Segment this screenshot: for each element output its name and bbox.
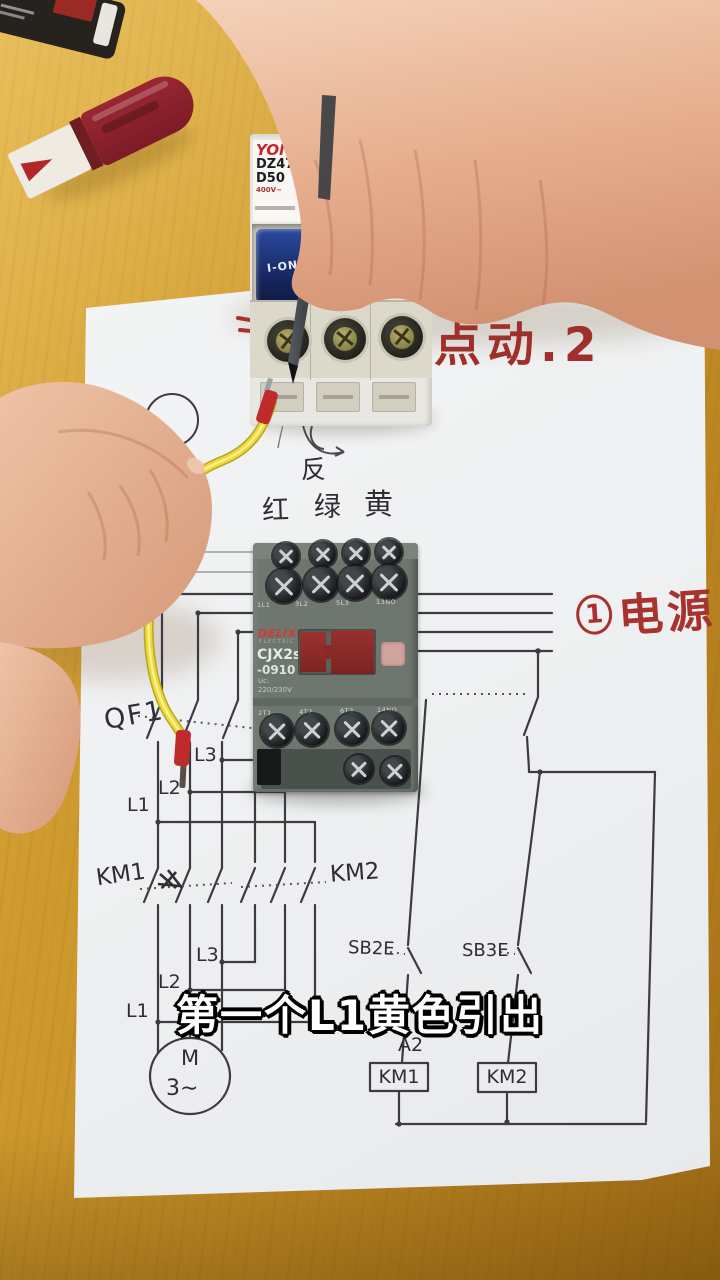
label-km2: KM2 xyxy=(329,858,381,888)
contactor-spec: Uc: xyxy=(258,677,270,685)
contactor-terminal-screw[interactable] xyxy=(372,565,406,599)
power-source-text: 电源 xyxy=(616,583,718,643)
terminal-label: 5L3 xyxy=(336,599,350,607)
control-circuit-lines xyxy=(368,649,657,1126)
contactor-mount-notch xyxy=(257,749,281,785)
label-motor-phase: 3∼ xyxy=(166,1076,199,1101)
contactor-divider xyxy=(253,698,418,706)
label-motor-m: M xyxy=(181,1046,200,1070)
label-l3-mid: L3 xyxy=(196,944,219,966)
contactor-upper-screw[interactable] xyxy=(273,543,299,569)
terminal-label: 6T3 xyxy=(340,707,354,715)
km1-scribble xyxy=(157,869,184,889)
contactor-lower-screw[interactable] xyxy=(345,755,373,783)
breaker-switch-label: I-ON xyxy=(266,257,300,275)
breaker-rating: D50 xyxy=(256,171,285,186)
contactor-model-num: -0910 xyxy=(257,663,296,677)
breaker-brand: YON xyxy=(256,141,292,159)
contactor-terminal-screw[interactable] xyxy=(267,569,301,603)
contactor-terminal-screw[interactable] xyxy=(338,566,372,600)
label-sb3e: SB3E xyxy=(462,940,509,961)
power-source-note: 1 电源 xyxy=(574,573,718,648)
breaker-terminal-block xyxy=(250,300,432,380)
contactor-upper-screw[interactable] xyxy=(310,541,336,567)
terminal-label: 14NO xyxy=(377,706,398,714)
note-color-red: 红 xyxy=(261,494,290,527)
terminal-label: 3L2 xyxy=(295,600,309,608)
breaker-clip xyxy=(372,382,416,412)
contactor-terminal-screw[interactable] xyxy=(296,714,328,746)
contactor-terminal-screw[interactable] xyxy=(304,567,338,601)
breaker-seam xyxy=(370,302,371,380)
rotation-arrow-sketch xyxy=(301,419,345,457)
contactor-terminal-screw[interactable] xyxy=(261,715,293,747)
label-l1-mid: L1 xyxy=(126,1000,149,1022)
label-coil-km1: KM1 xyxy=(378,1066,420,1088)
contactor[interactable]: 1L1 3L2 5L3 13NO DELIXI ELECTRIC CJX2s -… xyxy=(253,539,418,792)
terminal-label: 4T2 xyxy=(299,708,313,716)
label-l3-top: L3 xyxy=(194,744,217,766)
note-color-yellow: 黄 xyxy=(364,487,394,521)
breaker-clip xyxy=(316,382,360,412)
contactor-test-button[interactable] xyxy=(381,642,405,666)
motor-circle xyxy=(148,1036,232,1116)
contactor-spec: 220/230V xyxy=(258,686,292,694)
breaker-toggle-switch[interactable]: I-ON xyxy=(256,229,310,303)
label-l2-mid: L2 xyxy=(158,971,181,993)
red-block xyxy=(331,630,374,674)
breaker-terminal-screw[interactable] xyxy=(324,318,366,360)
video-subtitle: 第一个L1黄色引出 xyxy=(176,991,544,1040)
title-jog-2: 点动.2 xyxy=(434,318,603,373)
breaker-seam xyxy=(310,302,311,380)
contactor-lower-screw[interactable] xyxy=(381,757,409,785)
terminal-label: 13NO xyxy=(376,598,397,606)
label-sb2e: SB2E xyxy=(347,937,395,960)
contactor-brand-sub: ELECTRIC xyxy=(259,639,296,645)
red-bridge xyxy=(324,645,334,659)
label-l1-top: L1 xyxy=(127,794,150,816)
label-coil-km2: KM2 xyxy=(486,1066,528,1088)
terminal-label: 2T1 xyxy=(258,709,272,717)
contactor-terminal-screw[interactable] xyxy=(336,713,368,745)
label-a2: A2 xyxy=(398,1034,424,1056)
contactor-upper-screw[interactable] xyxy=(376,539,402,565)
breaker-clip xyxy=(260,382,304,412)
breaker-fineprint-bar xyxy=(255,206,295,210)
circuit-breaker[interactable]: YON DZ47 D50 400V~ I-ON xyxy=(250,134,432,426)
terminal-label: 1L1 xyxy=(257,601,271,609)
note-reverse: 反 xyxy=(301,455,327,484)
contactor-model: CJX2s xyxy=(257,647,302,663)
breaker-voltage: 400V~ xyxy=(256,186,282,194)
red-block xyxy=(300,632,326,672)
label-l2-top: L2 xyxy=(158,777,181,799)
circled-number: 1 xyxy=(574,592,614,636)
contactor-contact-indicator xyxy=(298,629,376,675)
breaker-terminal-screw[interactable] xyxy=(267,320,309,362)
contactor-upper-screw[interactable] xyxy=(343,540,369,566)
contactor-terminal-screw[interactable] xyxy=(373,712,405,744)
breaker-second-pole xyxy=(316,160,342,216)
sketch-circle xyxy=(145,393,199,447)
breaker-terminal-screw[interactable] xyxy=(381,316,423,358)
note-color-green: 绿 xyxy=(314,492,341,523)
breaker-model: DZ47 xyxy=(256,157,295,172)
contactor-brand: DELIXI xyxy=(258,627,302,640)
